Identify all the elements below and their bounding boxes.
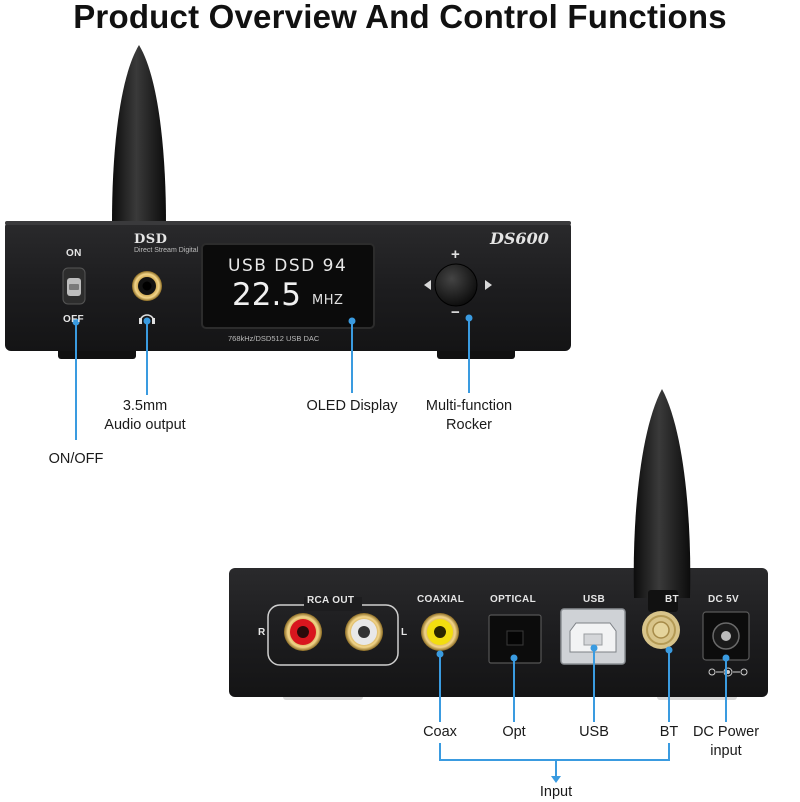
- rca-out-label: RCA OUT: [307, 595, 355, 606]
- switch-off-label: OFF: [63, 314, 84, 325]
- dsd-logo-subtitle: Direct Stream Digital: [134, 247, 199, 254]
- dc-polarity-icon: [708, 667, 748, 677]
- callout-dc-power-input: DC Power input: [692, 724, 760, 759]
- switch-on-label: ON: [66, 248, 82, 259]
- model-name: DS600: [490, 229, 549, 248]
- callout-oled-display: OLED Display: [306, 398, 398, 414]
- callout-audio-output: 3.5mm Audio output: [104, 398, 186, 433]
- coaxial-label: COAXIAL: [417, 594, 465, 605]
- rocker-minus-icon: −: [451, 304, 460, 321]
- bt-label: BT: [665, 594, 679, 605]
- display-unit: MHZ: [312, 293, 344, 308]
- display-source-text: USB DSD 94: [228, 256, 348, 276]
- callout-usb: USB: [579, 724, 609, 740]
- usb-label: USB: [583, 594, 606, 605]
- dc-label: DC 5V: [708, 594, 739, 605]
- dsd-logo: DSD: [134, 232, 168, 247]
- callout-bt: BT: [659, 724, 679, 740]
- rocker-left-arrow-icon: [424, 280, 431, 290]
- rocker-right-arrow-icon: [485, 280, 492, 290]
- input-arrow-icon: [551, 776, 561, 783]
- front-antenna: [112, 45, 166, 222]
- page-title: Product Overview And Control Functions: [73, 0, 727, 35]
- rca-l-label: L: [401, 627, 408, 638]
- oled-display: [201, 243, 375, 329]
- callout-multifunction-rocker: Multi-function Rocker: [425, 398, 513, 433]
- optical-label: OPTICAL: [490, 594, 536, 605]
- callout-onoff: ON/OFF: [48, 451, 104, 467]
- rear-antenna: [633, 389, 691, 598]
- callout-coax: Coax: [423, 724, 457, 740]
- rca-r-label: R: [258, 627, 266, 638]
- display-frequency: 22.5: [232, 277, 302, 313]
- dac-spec-caption: 768kHz/DSD512 USB DAC: [228, 334, 320, 343]
- multifunction-rocker: [434, 263, 478, 307]
- callout-opt: Opt: [502, 724, 526, 740]
- callout-input: Input: [539, 784, 573, 800]
- rocker-plus-icon: +: [451, 246, 460, 263]
